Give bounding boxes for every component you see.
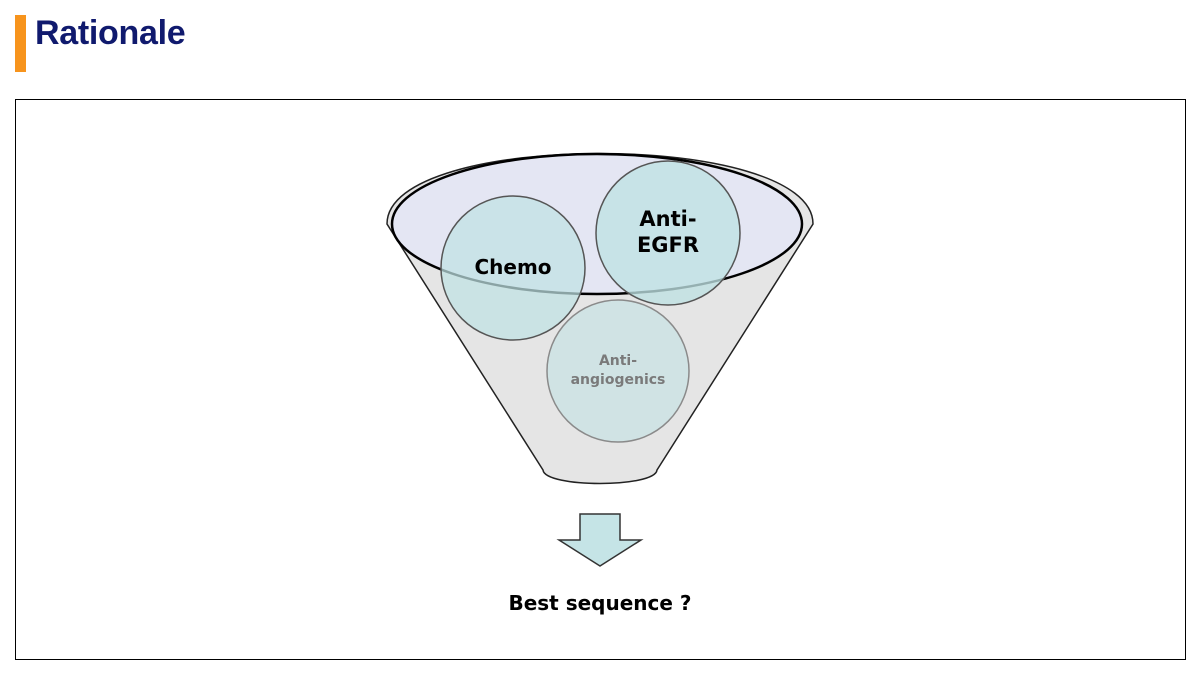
anti-egfr-label-line1: Anti- [639, 207, 696, 231]
result-text: Best sequence ? [508, 591, 692, 615]
anti-angiogenics-label-line1: Anti- [599, 353, 637, 369]
title-accent-bar [15, 15, 26, 72]
anti-angiogenics-label-line2: angiogenics [571, 372, 666, 388]
down-arrow-icon [556, 513, 644, 567]
content-frame [15, 99, 1186, 660]
anti-egfr-label-line2: EGFR [637, 233, 699, 257]
circle-chemo: Chemo [440, 195, 586, 341]
slide-title: Rationale [35, 14, 186, 52]
circle-anti-angiogenics: Anti- angiogenics [546, 299, 690, 443]
chemo-label: Chemo [474, 255, 551, 279]
circle-anti-egfr: Anti- EGFR [595, 160, 741, 306]
